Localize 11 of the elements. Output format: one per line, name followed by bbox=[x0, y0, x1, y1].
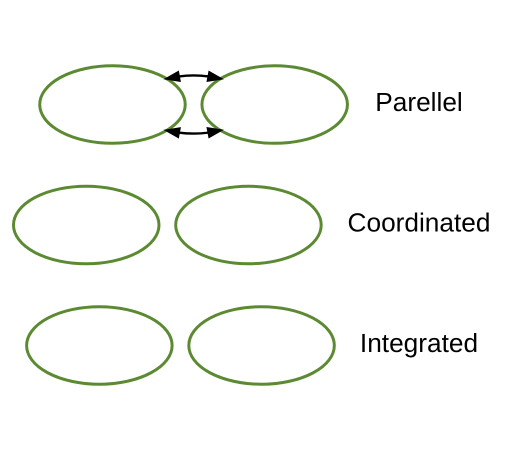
label: Integrated bbox=[360, 328, 478, 358]
arrow bbox=[163, 70, 224, 82]
node-ellipse bbox=[12, 184, 160, 266]
label: Coordinated bbox=[348, 208, 490, 238]
label: Parellel bbox=[375, 87, 463, 118]
node-ellipse bbox=[200, 64, 349, 145]
arrow bbox=[163, 127, 224, 139]
node-ellipse bbox=[187, 305, 336, 386]
node-ellipse bbox=[38, 64, 187, 145]
node-ellipse bbox=[25, 305, 174, 386]
node-ellipse bbox=[174, 184, 323, 266]
